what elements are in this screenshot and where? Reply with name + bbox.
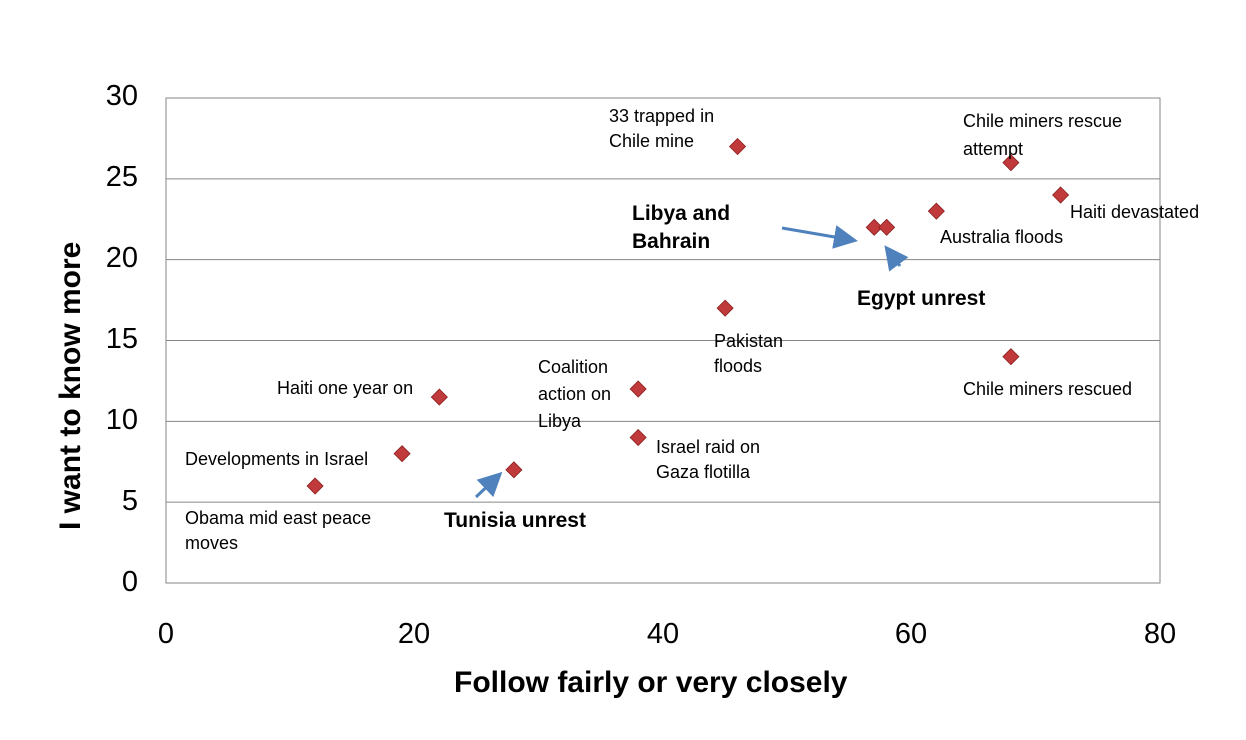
annotation-arrow bbox=[781, 225, 858, 249]
data-point bbox=[1002, 348, 1020, 366]
x-tick-label: 60 bbox=[894, 618, 928, 650]
data-point bbox=[1002, 154, 1020, 172]
data-point bbox=[629, 380, 647, 398]
data-label: 33 trapped in Chile mine bbox=[609, 106, 715, 151]
y-tick-label: 5 bbox=[121, 485, 138, 517]
data-point bbox=[430, 388, 448, 406]
data-point bbox=[629, 428, 647, 447]
data-point bbox=[393, 445, 411, 463]
data-label: Pakistan floods bbox=[714, 331, 784, 376]
data-point bbox=[505, 461, 523, 479]
data-label: Coalition action on Libya bbox=[538, 357, 612, 431]
data-point bbox=[878, 218, 896, 236]
plot-border bbox=[165, 97, 1161, 584]
annotation-arrow bbox=[474, 471, 503, 499]
data-label: Chile miners rescue attempt bbox=[963, 111, 1123, 159]
data-label: Obama mid east peace moves bbox=[185, 508, 372, 553]
data-point bbox=[716, 299, 734, 317]
data-label: Chile miners rescued bbox=[963, 379, 1133, 399]
data-point bbox=[728, 137, 747, 156]
x-axis-title: Follow fairly or very closely bbox=[454, 666, 848, 699]
x-tick-label: 20 bbox=[397, 618, 431, 650]
data-label: Libya and Bahrain bbox=[632, 202, 731, 253]
y-tick-label: 10 bbox=[105, 404, 138, 436]
x-tick-label: 80 bbox=[1143, 618, 1177, 650]
data-label: Haiti devastated bbox=[1070, 202, 1200, 222]
data-point bbox=[927, 202, 945, 220]
x-tick-label: 40 bbox=[646, 618, 680, 650]
data-label: Tunisia unrest bbox=[444, 509, 586, 532]
data-label: Israel raid on Gaza flotilla bbox=[656, 437, 761, 482]
y-tick-label: 30 bbox=[105, 80, 138, 112]
annotation-arrow bbox=[884, 245, 909, 272]
x-tick-label: 0 bbox=[157, 618, 175, 650]
y-tick-label: 20 bbox=[105, 242, 138, 274]
data-label: Egypt unrest bbox=[857, 287, 986, 310]
data-point bbox=[1052, 186, 1070, 204]
y-tick-label: 25 bbox=[105, 161, 138, 193]
data-point bbox=[865, 218, 883, 236]
y-axis-title: I want to know more bbox=[54, 241, 87, 530]
data-label: Developments in Israel bbox=[185, 449, 369, 469]
y-tick-label: 0 bbox=[121, 566, 138, 598]
y-tick-label: 15 bbox=[105, 323, 138, 355]
data-label: Haiti one year on bbox=[277, 378, 414, 398]
data-label: Australia floods bbox=[940, 227, 1064, 247]
data-point bbox=[306, 477, 324, 495]
